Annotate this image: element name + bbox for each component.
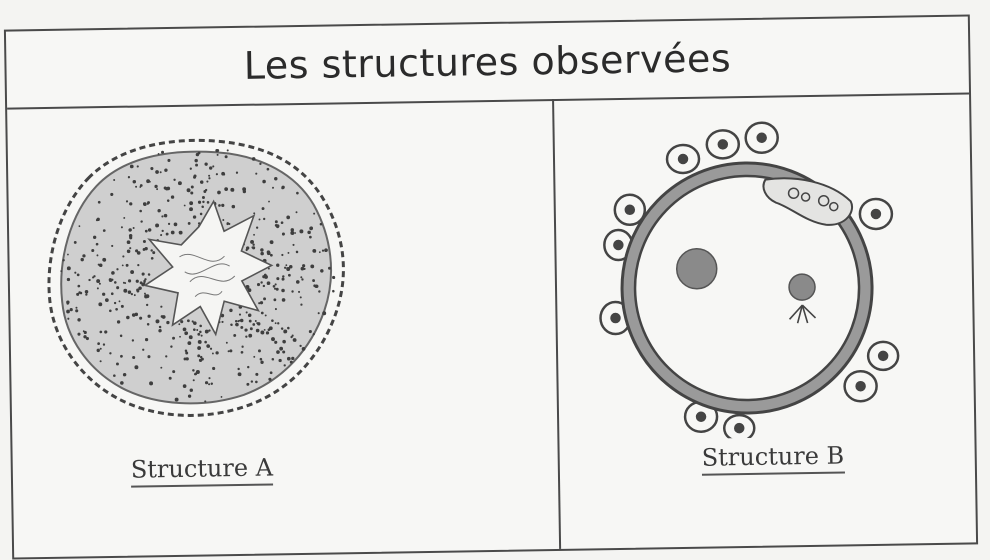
stipple-dot	[227, 149, 229, 151]
panel-structure-a: Structure A	[7, 101, 559, 558]
title-bar: Les structures observées	[6, 16, 969, 109]
follicular-cell	[667, 145, 699, 173]
stipple-dot	[332, 276, 335, 279]
follicular-cell	[860, 199, 892, 229]
structure-a-drawing	[7, 101, 557, 440]
follicular-cell	[844, 371, 876, 401]
follicular-cell	[868, 342, 898, 370]
panel-structure-b: Structure B	[554, 94, 976, 548]
structure-b-drawing	[554, 94, 976, 441]
follicular-cell	[724, 415, 754, 441]
caption-structure-a: Structure A	[131, 453, 274, 487]
figure-sheet: Les structures observées Structure A	[4, 14, 978, 559]
follicular-cell	[707, 130, 739, 158]
follicular-cell	[745, 122, 777, 152]
caption-structure-b: Structure B	[701, 441, 844, 475]
page-title: Les structures observées	[243, 36, 731, 88]
stipple-dot	[332, 290, 335, 293]
structure-b-small-body	[789, 274, 815, 300]
structure-b-nucleus	[676, 248, 717, 289]
